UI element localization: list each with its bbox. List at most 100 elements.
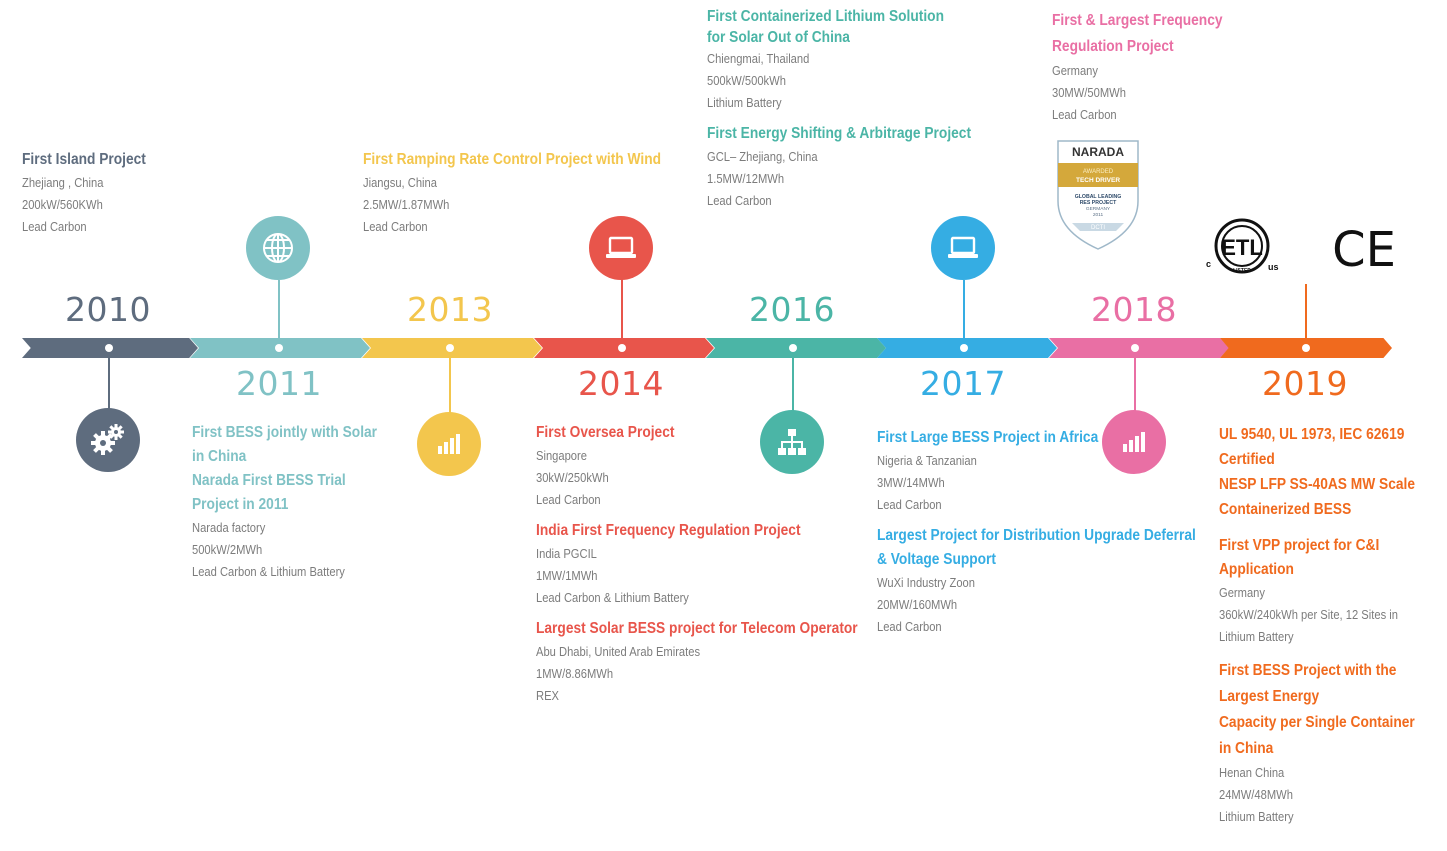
project-title: First Island Project xyxy=(22,151,146,168)
project-title: Largest Energy xyxy=(1219,688,1320,705)
project-capacity: 500kW/2MWh xyxy=(192,542,263,557)
project-2019: UL 9540, UL 1973, IEC 62619 Certified NE… xyxy=(1219,422,1447,828)
project-technology: REX xyxy=(536,688,559,703)
badge-res-project: RES PROJECT xyxy=(1080,200,1117,206)
project-capacity: 30MW/50MWh xyxy=(1052,85,1126,100)
badge-tech-driver: TECH DRIVER xyxy=(1076,177,1120,184)
project-2010: First Island Project Zhejiang , China 20… xyxy=(22,148,166,238)
connector-2017 xyxy=(963,280,965,344)
year-label-2018: 2018 xyxy=(1091,290,1177,329)
project-title: Largest Solar BESS project for Telecom O… xyxy=(536,620,858,637)
project-capacity: 1MW/1MWh xyxy=(536,568,598,583)
laptop-icon xyxy=(931,216,995,280)
project-location: Abu Dhabi, United Arab Emirates xyxy=(536,644,701,659)
project-technology: Lead Carbon & Lithium Battery xyxy=(192,564,345,579)
project-2011: First BESS jointly with Solar in China N… xyxy=(192,421,407,583)
project-title: Regulation Project xyxy=(1052,38,1174,55)
project-title: First & Largest Frequency xyxy=(1052,12,1223,29)
project-technology: Lead Carbon xyxy=(877,497,942,512)
timeline-dot-2013 xyxy=(446,344,454,352)
badge-awarded: AWARDED xyxy=(1083,169,1114,175)
project-capacity: 1MW/8.86MWh xyxy=(536,666,614,681)
gears-icon xyxy=(76,408,140,472)
badge-dcti: DCTI xyxy=(1091,225,1105,231)
year-label-2011: 2011 xyxy=(236,364,322,403)
connector-2016 xyxy=(792,352,794,412)
project-technology: Lead Carbon & Lithium Battery xyxy=(536,590,689,605)
etl-letters: ETL xyxy=(1221,235,1263,260)
project-capacity: 2.5MW/1.87MWh xyxy=(363,197,450,212)
laptop-icon xyxy=(589,216,653,280)
timeline-dot-2011 xyxy=(275,344,283,352)
project-location: Nigeria & Tanzanian xyxy=(877,453,977,468)
project-technology: Lead Carbon xyxy=(363,219,428,234)
globe-icon xyxy=(246,216,310,280)
etl-us: us xyxy=(1268,262,1279,272)
connector-2010 xyxy=(108,352,110,410)
timeline-dot-2014 xyxy=(618,344,626,352)
project-location: Singapore xyxy=(536,448,587,463)
timeline-segment-2018 xyxy=(1049,338,1229,358)
year-label-2010: 2010 xyxy=(65,290,151,329)
project-location: Zhejiang , China xyxy=(22,175,104,190)
project-title: Certified xyxy=(1219,451,1275,468)
project-technology: Lead Carbon xyxy=(1052,107,1117,122)
bar-chart-icon xyxy=(1102,410,1166,474)
connector-2013 xyxy=(449,352,451,414)
project-title: in China xyxy=(1219,740,1274,757)
timeline-dot-2010 xyxy=(105,344,113,352)
project-title: & Voltage Support xyxy=(877,551,997,568)
timeline-dot-2019 xyxy=(1302,344,1310,352)
project-location: WuXi Industry Zoon xyxy=(877,575,975,590)
project-title: First Oversea Project xyxy=(536,424,675,441)
award-badge: NARADA AWARDED TECH DRIVER GLOBAL LEADIN… xyxy=(1054,139,1142,253)
project-technology: Lead Carbon xyxy=(877,619,942,634)
year-label-2014: 2014 xyxy=(578,364,664,403)
project-title: First BESS jointly with Solar xyxy=(192,424,378,441)
badge-year: 2011 xyxy=(1093,212,1104,218)
project-capacity: 30kW/250kWh xyxy=(536,470,609,485)
year-label-2013: 2013 xyxy=(407,290,493,329)
project-technology: Lithium Battery xyxy=(707,95,782,110)
project-technology: Lead Carbon xyxy=(707,193,772,208)
project-title: for Solar Out of China xyxy=(707,29,850,46)
project-title: First Energy Shifting & Arbitrage Projec… xyxy=(707,125,972,142)
project-2013: First Ramping Rate Control Project with … xyxy=(363,148,710,238)
year-label-2017: 2017 xyxy=(920,364,1006,403)
bar-chart-icon xyxy=(417,412,481,476)
certification-marks: ETL c us LISTED CE xyxy=(1204,212,1404,286)
project-location: Henan China xyxy=(1219,765,1285,780)
project-capacity: 20MW/160MWh xyxy=(877,597,958,612)
connector-2014 xyxy=(621,278,623,344)
project-title: Application xyxy=(1219,561,1294,578)
network-hierarchy-icon xyxy=(760,410,824,474)
timeline-dot-2017 xyxy=(960,344,968,352)
project-location: Narada factory xyxy=(192,520,266,535)
project-title: First Containerized Lithium Solution xyxy=(707,8,944,25)
project-2014: First Oversea Project Singapore 30kW/250… xyxy=(536,421,910,707)
connector-2011 xyxy=(278,280,280,344)
project-title: Containerized BESS xyxy=(1219,501,1352,518)
project-capacity: 24MW/48MWh xyxy=(1219,787,1293,802)
timeline-canvas: 2010 2011 2013 2014 2016 2017 2018 2019 xyxy=(22,6,1415,824)
project-capacity: 360kW/240kWh per Site, 12 Sites in xyxy=(1219,607,1398,622)
etl-c: c xyxy=(1206,259,1211,269)
project-capacity: 200kW/560KWh xyxy=(22,197,103,212)
project-2018: First & Largest Frequency Regulation Pro… xyxy=(1052,8,1250,126)
project-capacity: 3MW/14MWh xyxy=(877,475,945,490)
project-title: First Large BESS Project in Africa xyxy=(877,429,1099,446)
connector-2018 xyxy=(1134,352,1136,412)
project-technology: Lithium Battery xyxy=(1219,809,1294,824)
project-location: India PGCIL xyxy=(536,546,597,561)
badge-germany: GERMANY xyxy=(1086,206,1111,212)
project-title: First Ramping Rate Control Project with … xyxy=(363,151,662,168)
project-capacity: 1.5MW/12MWh xyxy=(707,171,785,186)
project-title: in China xyxy=(192,448,247,465)
project-2016: First Containerized Lithium Solution for… xyxy=(707,6,1014,212)
project-location: GCL– Zhejiang, China xyxy=(707,149,818,164)
project-title: UL 9540, UL 1973, IEC 62619 xyxy=(1219,426,1405,443)
year-label-2019: 2019 xyxy=(1262,364,1348,403)
badge-global-leading: GLOBAL LEADING xyxy=(1075,194,1122,200)
project-technology: Lead Carbon xyxy=(536,492,601,507)
project-title: Narada First BESS Trial xyxy=(192,472,346,489)
